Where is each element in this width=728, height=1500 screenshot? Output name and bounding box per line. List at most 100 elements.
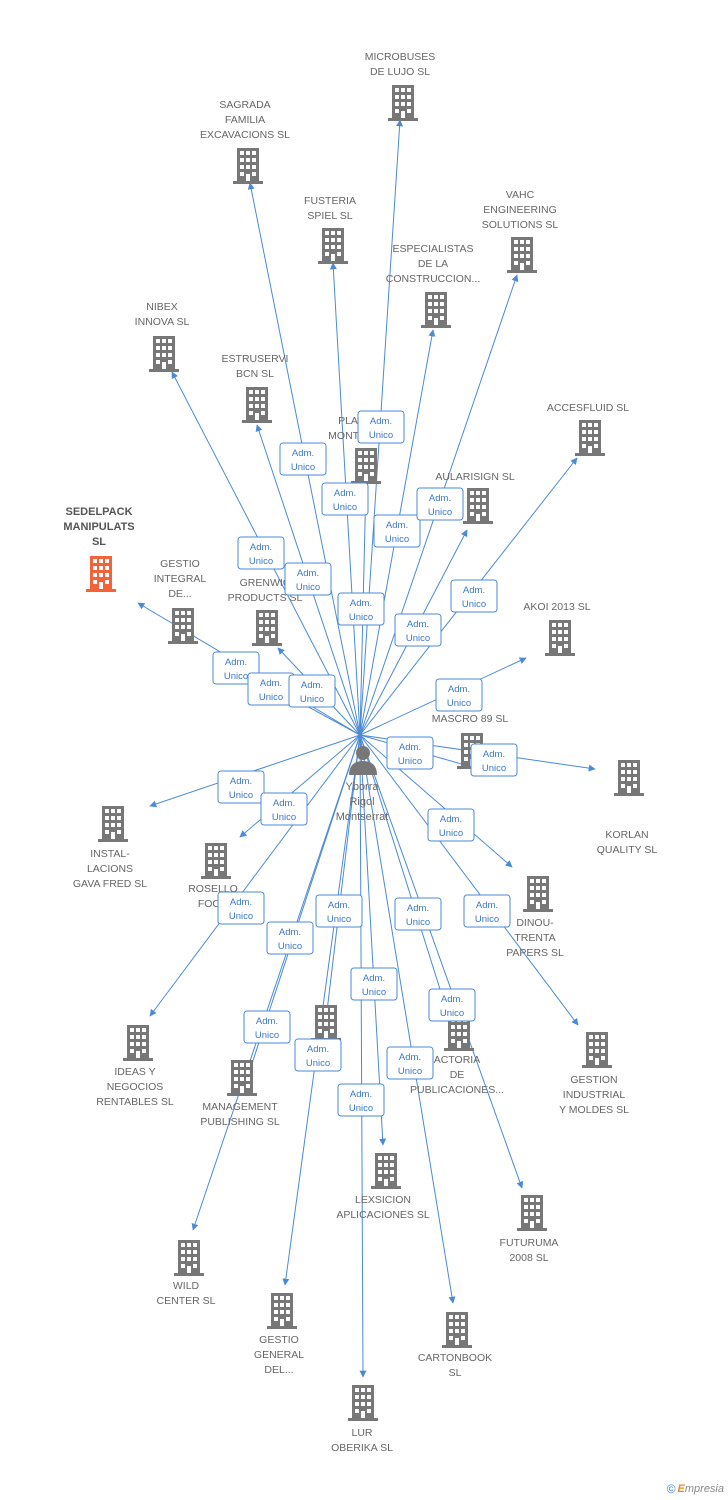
brand-logo[interactable]: Empresia xyxy=(677,1483,724,1495)
company-node-gestio_general[interactable]: GESTIOGENERALDEL... xyxy=(254,1293,304,1376)
edge-lur xyxy=(359,734,367,1378)
role-badge[interactable]: Adm.Unico xyxy=(394,897,442,931)
building-icon xyxy=(614,760,644,796)
role-badge[interactable]: Adm.Unico xyxy=(279,442,327,476)
company-label-line: DE LA xyxy=(418,258,448,270)
badge-frame xyxy=(470,743,518,777)
company-label-line: GESTIO xyxy=(160,558,200,570)
center-person-node[interactable]: Yborra Rigol Montserrat xyxy=(336,746,389,823)
building-icon xyxy=(371,1153,401,1189)
company-node-installacions[interactable]: INSTAL- LACIONS GAVA FRED SL xyxy=(73,806,147,890)
badge-text: Unico xyxy=(272,812,296,823)
role-badge[interactable]: Adm.Unico xyxy=(315,894,363,928)
role-badge[interactable]: Adm. Unico xyxy=(284,562,332,596)
company-label-line: LACIONS xyxy=(87,863,133,875)
building-icon xyxy=(242,387,272,423)
company-label-line: GAVA FRED SL xyxy=(73,878,147,890)
badge-text: Unico xyxy=(259,692,283,703)
badge-text: Unico xyxy=(255,1030,279,1041)
company-node-akoi[interactable]: AKOI 2013 SL xyxy=(523,601,591,656)
building-icon xyxy=(421,292,451,328)
role-badge[interactable]: Adm.Unico xyxy=(450,579,498,613)
role-badge[interactable]: Adm.Unico xyxy=(243,1010,291,1044)
role-badge[interactable]: Adm.Unico xyxy=(428,988,476,1022)
company-label-line: ACTORIA xyxy=(434,1054,480,1066)
badge-text: Adm. xyxy=(441,994,463,1005)
edge-mab xyxy=(322,734,361,1029)
role-badge[interactable]: Adm.Unico xyxy=(373,514,421,548)
company-label-line: NEGOCIOS xyxy=(107,1081,164,1093)
role-badge[interactable]: Adm.Unico xyxy=(416,487,464,521)
company-label-line: RENTABLES SL xyxy=(96,1096,174,1108)
company-node-gestio_integral[interactable]: GESTIOINTEGRALDE... xyxy=(154,558,207,644)
role-badge[interactable]: Adm.Unico xyxy=(288,674,336,708)
role-badge[interactable]: Adm.Unico xyxy=(321,482,369,516)
role-badge[interactable]: Adm.Unico xyxy=(386,736,434,770)
company-label-line: DE... xyxy=(168,588,191,600)
role-badge[interactable]: Adm.Unico xyxy=(294,1038,342,1072)
company-label-line: ESTRUSERVI xyxy=(222,353,289,365)
role-badge[interactable]: Adm.Unico xyxy=(266,921,314,955)
role-badge[interactable]: Adm.Unico xyxy=(237,536,285,570)
role-badge[interactable]: Adm.Unico xyxy=(217,770,265,804)
role-badge[interactable]: Adm.Unico xyxy=(337,1083,385,1117)
company-node-accesfluid[interactable]: ACCESFLUID SL xyxy=(547,402,629,456)
company-label-line: FUTURUMA xyxy=(500,1237,559,1249)
company-label-line: DEL... xyxy=(264,1364,293,1376)
building-icon xyxy=(123,1025,153,1061)
company-label-line: PUBLICACIONES... xyxy=(410,1084,504,1096)
badge-text: Unico xyxy=(296,582,320,593)
role-badge[interactable]: Adm.Unico xyxy=(337,592,385,626)
badge-text: Adm. xyxy=(230,776,252,787)
company-label-line: ESPECIALISTAS xyxy=(393,243,474,255)
company-label-line: INSTAL- xyxy=(90,848,130,860)
role-badge[interactable]: Adm.Unico xyxy=(357,410,405,444)
badge-text: Adm. xyxy=(260,678,282,689)
company-label-line: SL xyxy=(449,1367,462,1379)
role-badge[interactable]: Adm.Unico xyxy=(350,967,398,1001)
role-badge[interactable]: Adm.Unico xyxy=(427,808,475,842)
badge-text: Unico xyxy=(475,914,499,925)
badge-text: Unico xyxy=(362,987,386,998)
company-label-line: NIBEX xyxy=(146,301,178,313)
edge-factoria xyxy=(359,734,447,1006)
badge-text: Unico xyxy=(447,698,471,709)
badge-text: Adm. xyxy=(225,657,247,668)
company-label-line: TRENTA xyxy=(514,932,555,944)
company-node-mascro[interactable]: MASCRO 89 SL xyxy=(432,713,509,769)
company-label-line: AKOI 2013 SL xyxy=(523,601,590,613)
role-badge[interactable]: Adm.Unico xyxy=(260,792,308,826)
role-badge[interactable]: Adm.Unico xyxy=(470,743,518,777)
company-label-line: PRODUCTS SL xyxy=(228,592,303,604)
badge-text: Unico xyxy=(349,612,373,623)
badge-text: Adm. xyxy=(297,568,319,579)
role-badge[interactable]: Adm.Unico xyxy=(394,613,442,647)
company-node-aularisign[interactable]: AULARISIGN SL xyxy=(435,471,515,524)
role-badge[interactable]: Adm.Unico xyxy=(435,678,483,712)
badge-text: Unico xyxy=(428,507,452,518)
role-badge[interactable]: Adm.Unico xyxy=(217,891,265,925)
company-node-factoria[interactable]: ACTORIADEPUBLICACIONES... xyxy=(410,1015,504,1096)
role-badge[interactable]: Adm.Unico xyxy=(463,894,511,928)
role-badge[interactable]: Adm.Unico xyxy=(386,1046,434,1080)
role-badge[interactable]: Adm. Unico xyxy=(247,672,295,706)
